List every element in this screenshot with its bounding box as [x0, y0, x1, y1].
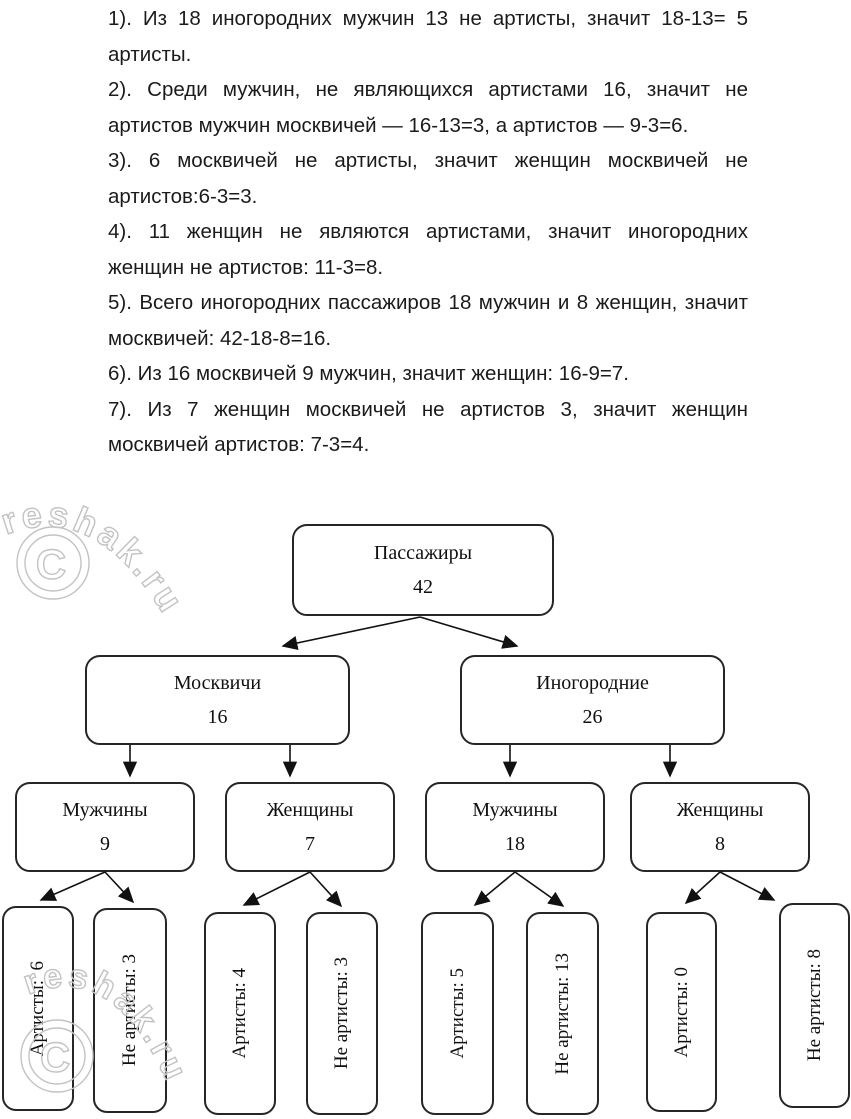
copyright-icon [16, 526, 90, 600]
leaf-label: Не артисты: 3 [119, 954, 140, 1067]
connector-line [309, 871, 343, 908]
node-men-muscovites-value: 9 [100, 833, 110, 855]
solution-step-1: 1). Из 18 иногородних мужчин 13 не артис… [108, 7, 748, 66]
watermark-top: reshak.ru C [0, 492, 193, 622]
solution-step-4: 4). 11 женщин не являются артистами, зна… [108, 220, 748, 279]
node-nonresidents: Иногородние 26 [460, 655, 725, 745]
node-women-nonresidents-value: 8 [715, 833, 725, 855]
node-women-muscovites-value: 7 [305, 833, 315, 855]
node-muscovites-value: 16 [207, 706, 228, 728]
node-men-nonresidents-label: Мужчины [472, 799, 558, 821]
watermark-text: reshak.ru [0, 493, 193, 622]
solution-step-6: 6). Из 16 москвичей 9 мужчин, значит жен… [108, 362, 629, 385]
node-nonresidents-label: Иногородние [536, 672, 649, 694]
connector-line [684, 871, 721, 905]
node-passengers: Пассажиры 42 [292, 524, 554, 616]
solution-text-block: 1). Из 18 иногородних мужчин 13 не артис… [108, 1, 748, 463]
node-women-nonresidents-label: Женщины [676, 799, 764, 821]
solution-step-7: 7). Из 7 женщин москвичей не артистов 3,… [108, 397, 748, 457]
leaf-nonartists-men-muscovites: Не артисты: 3 [93, 908, 167, 1113]
leaf-nonartists-men-nonresidents: Не артисты: 13 [526, 912, 599, 1115]
node-men-muscovites-label: Мужчины [62, 799, 148, 821]
solution-step-3: 3). 6 москвичей не артисты, значит женщи… [108, 149, 748, 208]
leaf-artists-men-muscovites: Артисты: 6 [2, 906, 74, 1111]
copyright-letter: C [36, 541, 70, 588]
node-men-nonresidents-value: 18 [505, 833, 525, 855]
leaf-nonartists-women-nonresidents: Не артисты: 8 [779, 903, 850, 1108]
connector-line [514, 871, 565, 907]
connector-line [104, 871, 135, 904]
leaf-nonartists-women-muscovites: Не артисты: 3 [306, 912, 378, 1115]
node-muscovites: Москвичи 16 [85, 655, 350, 745]
leaf-label: Артисты: 5 [446, 968, 468, 1059]
leaf-artists-women-nonresidents: Артисты: 0 [646, 912, 717, 1112]
node-women-muscovites-label: Женщины [266, 799, 354, 821]
node-nonresidents-value: 26 [582, 706, 603, 728]
connector-line [473, 871, 516, 907]
leaf-artists-women-muscovites: Артисты: 4 [204, 912, 276, 1115]
connector-line [719, 871, 776, 901]
leaf-label: Артисты: 0 [670, 966, 692, 1058]
leaf-label: Артисты: 4 [229, 968, 250, 1059]
node-muscovites-label: Москвичи [173, 672, 262, 694]
connector-line [281, 616, 421, 651]
connector-line [419, 616, 519, 649]
leaf-label: Артисты: 6 [27, 960, 48, 1057]
leaf-artists-men-nonresidents: Артисты: 5 [421, 912, 494, 1115]
connector-line [242, 871, 311, 906]
node-men-nonresidents: Мужчины 18 [425, 782, 605, 872]
leaf-label: Не артисты: 13 [551, 952, 573, 1075]
node-women-nonresidents: Женщины 8 [630, 782, 810, 872]
node-women-muscovites: Женщины 7 [225, 782, 395, 872]
copyright-icon [24, 534, 82, 592]
node-passengers-label: Пассажиры [373, 542, 473, 564]
connector-line [39, 871, 106, 901]
node-men-muscovites: Мужчины 9 [15, 782, 195, 872]
solution-step-5: 5). Всего иногородних пассажиров 18 мужч… [108, 291, 748, 350]
solution-step-2: 2). Среди мужчин, не являющихся артистам… [108, 78, 748, 137]
node-passengers-value: 42 [413, 576, 433, 598]
leaf-label: Не артисты: 3 [331, 957, 352, 1070]
leaf-label: Не артисты: 8 [803, 949, 825, 1062]
